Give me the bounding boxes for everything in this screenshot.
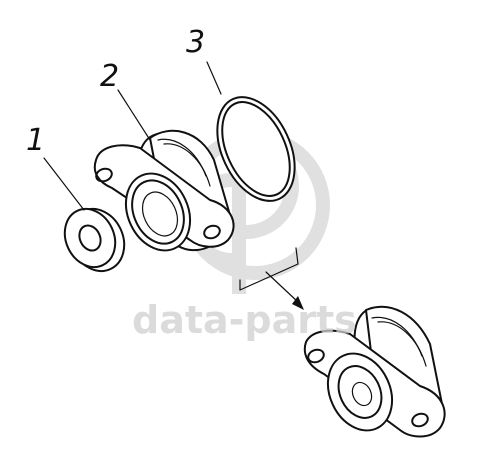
leader-line-2 [117,89,151,141]
callout-1: 1 [26,123,45,158]
part-1-seal [43,157,126,273]
leader-line-3 [206,61,222,95]
part-3-o-ring [206,61,296,202]
callout-2: 2 [100,59,119,94]
leader-line-1 [43,157,85,211]
bolt-hole-left [95,167,113,183]
assembly-bracket [239,247,299,291]
assembly-arrow-head [292,296,304,310]
callout-3: 3 [186,25,205,60]
part-2-flanged-housing [93,89,235,252]
assembled-unit [303,305,446,438]
assembly-indicator [239,247,304,310]
watermark-text: data-parts [132,298,357,342]
bolt-hole-right [203,224,221,240]
assembly-arrow-shaft [265,271,299,303]
